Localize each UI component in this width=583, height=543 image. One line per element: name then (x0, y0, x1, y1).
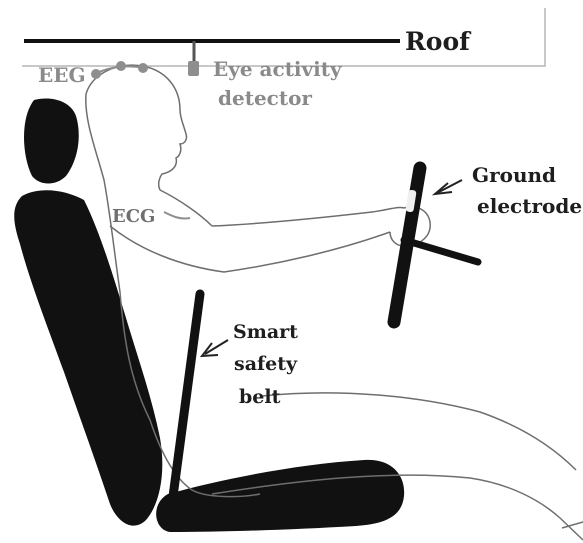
driver-arm-upper (110, 226, 390, 272)
driver-foot (560, 518, 583, 540)
detector-camera (188, 61, 199, 76)
belt-label-line1: Smart (233, 321, 298, 343)
steering-spoke (404, 240, 478, 262)
ecg-label: ECG (112, 206, 155, 227)
eeg-label: EEG (38, 63, 86, 87)
driver-thigh (262, 393, 576, 470)
eeg-electrode-3 (138, 63, 148, 73)
headrest (24, 99, 79, 184)
steering-wheel: Ground electrode (394, 163, 582, 322)
eye-activity-detector: Eye activity detector (188, 41, 343, 110)
ecg-sensor: ECG (112, 206, 190, 227)
seat (14, 99, 404, 532)
belt-label-line3: belt (239, 386, 281, 408)
ground-electrode-label-line2: electrode (477, 194, 582, 218)
seat-backrest (14, 190, 162, 525)
ground-electrode-label-line1: Ground (472, 163, 556, 187)
eeg-electrode-1 (91, 69, 101, 79)
driver-arm-lower (212, 207, 404, 226)
eye-detector-label-line1: Eye activity (213, 57, 343, 81)
eeg-electrode-2 (116, 61, 126, 71)
belt-label-line2: safety (234, 353, 298, 375)
driver-face-edge (160, 190, 212, 226)
ecg-wire (164, 212, 190, 219)
belt-arrow-icon (202, 343, 218, 356)
belt-strap (172, 294, 200, 504)
eye-detector-label-line2: detector (218, 86, 312, 110)
seat-cushion (156, 460, 404, 532)
ground-arrow-shaft (437, 180, 462, 193)
roof-label: Roof (405, 27, 472, 56)
